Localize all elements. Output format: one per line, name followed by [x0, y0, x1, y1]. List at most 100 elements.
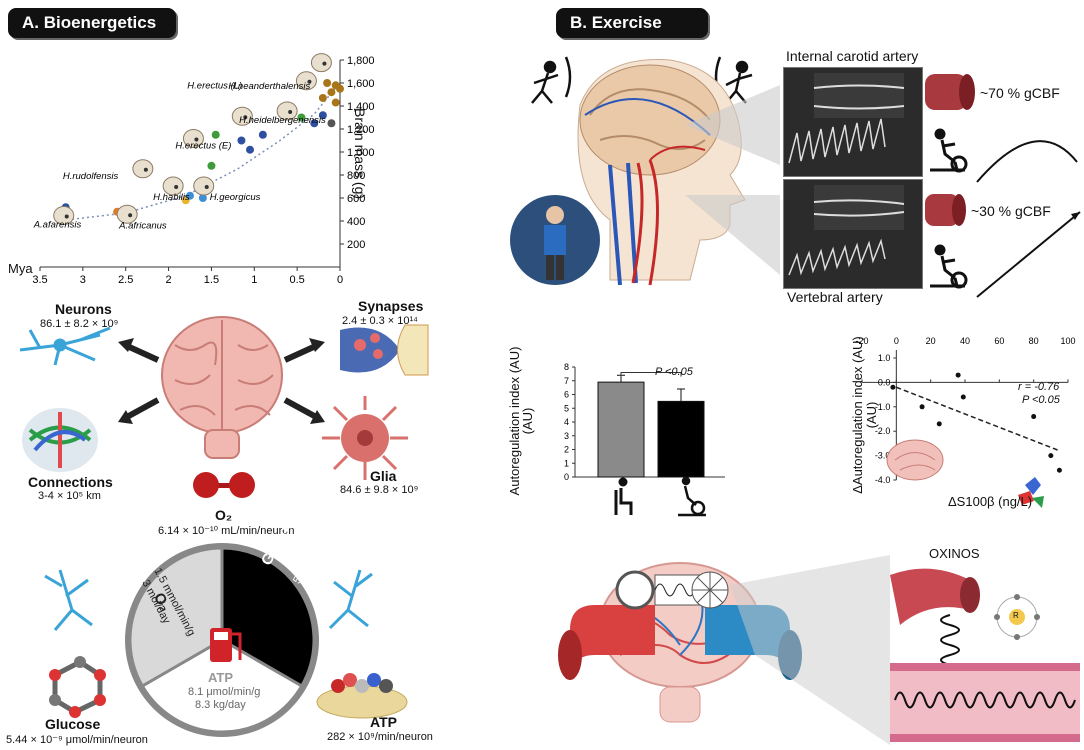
- fuel-pump-icon: [210, 628, 242, 662]
- connections-value: 3-4 × 10⁵ km: [38, 490, 101, 502]
- o2-value: 6.14 × 10⁻¹⁰ mL/min/neuron: [158, 525, 295, 537]
- connections-icon: [22, 408, 98, 472]
- data-point: [198, 194, 207, 202]
- neuron-small-right-icon: [328, 569, 373, 630]
- data-point: [336, 84, 344, 93]
- significance-bracket: [620, 372, 682, 377]
- x-tick-label: 0: [894, 336, 899, 346]
- linear-arrow: [976, 211, 1081, 298]
- skull-icon: [182, 129, 204, 148]
- neuron-icon: [19, 326, 111, 366]
- x-tick-label: 0: [337, 274, 343, 286]
- va-cbf-label: ~30 % gCBF: [971, 203, 1051, 219]
- oxinos-illustration: [558, 555, 1080, 745]
- data-point: [318, 93, 327, 102]
- bar-rest: [597, 381, 645, 478]
- x-tick-label: 1: [251, 274, 257, 286]
- mitochondrion-atp-icon: [316, 673, 408, 719]
- x-tick-label: 20: [926, 336, 936, 346]
- bar-y-unit: (AU): [520, 407, 535, 435]
- data-point: [1048, 453, 1054, 459]
- evolution-x-label: Mya: [8, 261, 33, 276]
- skull-icon: [193, 176, 215, 196]
- data-point: [1031, 414, 1037, 420]
- data-point: [237, 136, 246, 145]
- data-point: [211, 130, 220, 139]
- y-tick-label: 1,200: [347, 124, 375, 136]
- va-ultrasound-image: [783, 179, 923, 289]
- skull-icon: [276, 101, 298, 121]
- cbf-icons: [925, 74, 1081, 298]
- y-tick-label: 0.0: [878, 377, 891, 387]
- skull-icon: [116, 204, 138, 224]
- skull-icon: [162, 176, 184, 196]
- skull-icon: [310, 53, 332, 73]
- y-tick-label: 3: [564, 431, 569, 441]
- arrow-to-glia: [283, 397, 325, 424]
- synapse-icon: [340, 324, 429, 376]
- pie-atp-line1: 8.1 μmol/min/g: [188, 686, 261, 698]
- y-tick-label: 7: [564, 376, 569, 386]
- y-tick-label: 1: [564, 458, 569, 468]
- y-tick-label: -1.0: [875, 402, 891, 412]
- skull-icon: [53, 206, 75, 226]
- artery-red-icon: [558, 605, 655, 680]
- data-point: [331, 98, 340, 107]
- y-tick-label: 1,000: [347, 147, 375, 159]
- data-point: [186, 191, 194, 200]
- runner-left-icon: [531, 56, 572, 104]
- arrow-to-neurons: [118, 338, 160, 363]
- y-tick-label: 600: [347, 193, 365, 205]
- atp-value: 282 × 10⁹/min/neuron: [327, 731, 433, 743]
- pie-slice-atp: [140, 638, 304, 734]
- protein-icon: [1018, 477, 1044, 508]
- skull-icon: [132, 159, 154, 179]
- cycling-icon: [678, 476, 706, 517]
- data-point: [327, 119, 336, 128]
- ica-label: Internal carotid artery: [786, 48, 919, 64]
- oxinos-artery-icon: [890, 568, 980, 625]
- brain-illustration: [161, 316, 283, 459]
- scatter-y-label: ΔAutoregulation index (AU): [850, 336, 865, 494]
- regression-line: [896, 386, 1060, 452]
- atp-label: ATP: [370, 714, 397, 730]
- x-tick-label: 3: [80, 274, 86, 286]
- data-point: [310, 119, 319, 128]
- y-tick-label: 1.0: [878, 353, 891, 363]
- bar-significance-label: P <0.05: [655, 366, 693, 378]
- head-vasculature-illustration: [510, 56, 780, 286]
- seated-icon: [614, 477, 633, 515]
- scatter-r-value: r = -0.76: [1018, 381, 1060, 393]
- athlete-photo: [510, 195, 600, 285]
- panel-b-title: B. Exercise: [556, 8, 708, 38]
- x-tick-label: 100: [1060, 336, 1075, 346]
- scatter-x-label: ΔS100β (ng/L): [948, 494, 1033, 509]
- skull-icon: [231, 106, 253, 126]
- data-point: [327, 88, 336, 97]
- runner-right-icon: [714, 56, 753, 104]
- arrow-to-synapses: [283, 338, 325, 363]
- oxidation-device-icon: [615, 570, 729, 610]
- species-label: H.habilis: [153, 192, 190, 203]
- skull-icon: [295, 71, 317, 91]
- connections-label: Connections: [28, 474, 113, 490]
- neurons-label: Neurons: [55, 301, 112, 317]
- cycling-icon-bottom: [930, 244, 968, 289]
- glia-value: 84.6 ± 9.8 × 10⁹: [340, 484, 419, 496]
- data-point: [207, 161, 216, 170]
- glia-label: Glia: [370, 468, 397, 484]
- y-tick-label: 1,400: [347, 101, 375, 113]
- scatter-p-value: P <0.05: [1022, 394, 1060, 406]
- scatter-y-unit: (AU): [864, 401, 879, 429]
- o2-label: O₂: [215, 507, 233, 523]
- y-tick-label: 1,600: [347, 78, 375, 90]
- species-label: H.georgicus: [210, 192, 261, 203]
- y-tick-label: 400: [347, 216, 365, 228]
- y-tick-label: -4.0: [875, 475, 891, 485]
- oxinos-label: OXINOS: [929, 546, 980, 561]
- species-label: H.neanderthalensis: [228, 81, 310, 92]
- y-tick-label: 1,800: [347, 55, 375, 67]
- energy-pie-chart: [125, 543, 319, 737]
- data-point: [919, 404, 925, 410]
- ica-ultrasound-image: [783, 67, 923, 177]
